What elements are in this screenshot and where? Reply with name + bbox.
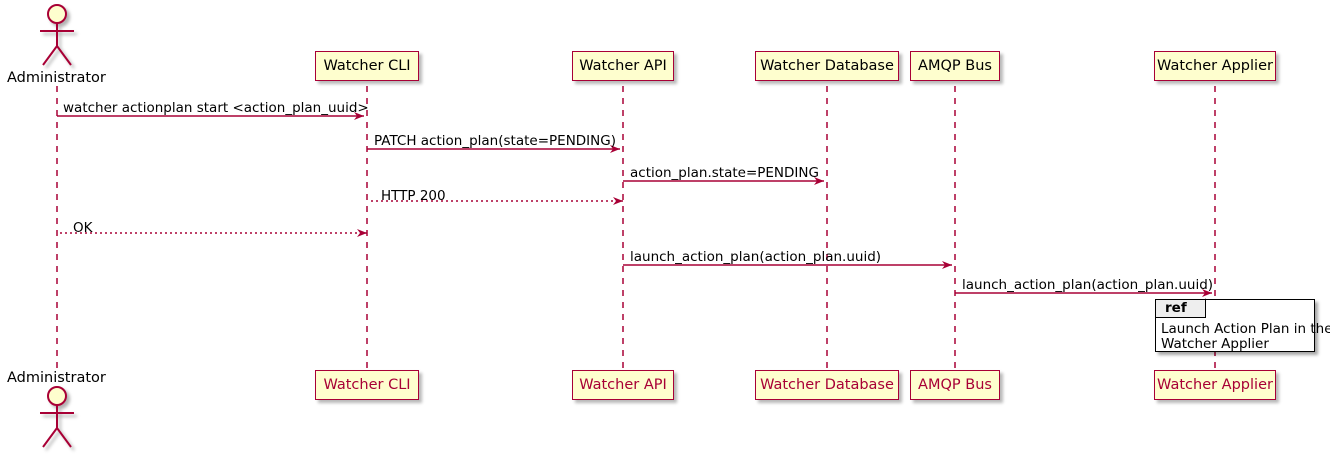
message-arrows xyxy=(57,112,1212,297)
participant-box-watcher-applier-top[interactable]: Watcher Applier xyxy=(1154,51,1276,81)
actor-label-administrator-bottom: Administrator xyxy=(7,370,106,386)
actor-administrator-top xyxy=(40,4,74,66)
participant-label: Watcher Database xyxy=(760,57,894,74)
lifelines xyxy=(56,86,1216,370)
ref-fragment-keyword: ref xyxy=(1156,300,1206,318)
participant-label: Watcher API xyxy=(579,57,667,74)
participant-label: Watcher Database xyxy=(760,376,894,393)
message-label-3: action_plan.state=PENDING xyxy=(630,165,819,181)
message-label-1: watcher actionplan start <action_plan_uu… xyxy=(63,100,369,116)
ref-fragment: ref Launch Action Plan in the Watcher Ap… xyxy=(1155,299,1330,352)
participant-box-amqp-bus-top[interactable]: AMQP Bus xyxy=(910,51,1000,81)
message-label-5: OK xyxy=(73,220,93,236)
ref-fragment-text-line-2: Watcher Applier xyxy=(1161,336,1269,352)
participant-box-amqp-bus-bottom[interactable]: AMQP Bus xyxy=(910,370,1000,400)
participant-box-watcher-cli-bottom[interactable]: Watcher CLI xyxy=(315,370,419,400)
participant-box-watcher-database-top[interactable]: Watcher Database xyxy=(755,51,899,81)
participant-label: Watcher Applier xyxy=(1157,376,1273,393)
participant-label: AMQP Bus xyxy=(918,376,992,393)
participant-label: Watcher CLI xyxy=(323,376,411,393)
message-label-6: launch_action_plan(action_plan.uuid) xyxy=(630,249,882,265)
participant-label: Watcher CLI xyxy=(323,57,411,74)
participant-label: AMQP Bus xyxy=(918,57,992,74)
actor-administrator-bottom xyxy=(40,386,74,448)
participant-box-watcher-database-bottom[interactable]: Watcher Database xyxy=(755,370,899,400)
message-label-7: launch_action_plan(action_plan.uuid) xyxy=(962,277,1214,293)
participant-box-watcher-cli-top[interactable]: Watcher CLI xyxy=(315,51,419,81)
participant-label: Watcher API xyxy=(579,376,667,393)
message-label-4: HTTP 200 xyxy=(381,188,446,204)
participant-box-watcher-api-top[interactable]: Watcher API xyxy=(572,51,674,81)
participant-label: Watcher Applier xyxy=(1157,57,1273,74)
participant-box-watcher-api-bottom[interactable]: Watcher API xyxy=(572,370,674,400)
participant-box-watcher-applier-bottom[interactable]: Watcher Applier xyxy=(1154,370,1276,400)
ref-fragment-text-line-1: Launch Action Plan in the xyxy=(1161,321,1330,337)
actor-label-administrator-top: Administrator xyxy=(7,70,106,86)
message-label-2: PATCH action_plan(state=PENDING) xyxy=(374,133,616,149)
